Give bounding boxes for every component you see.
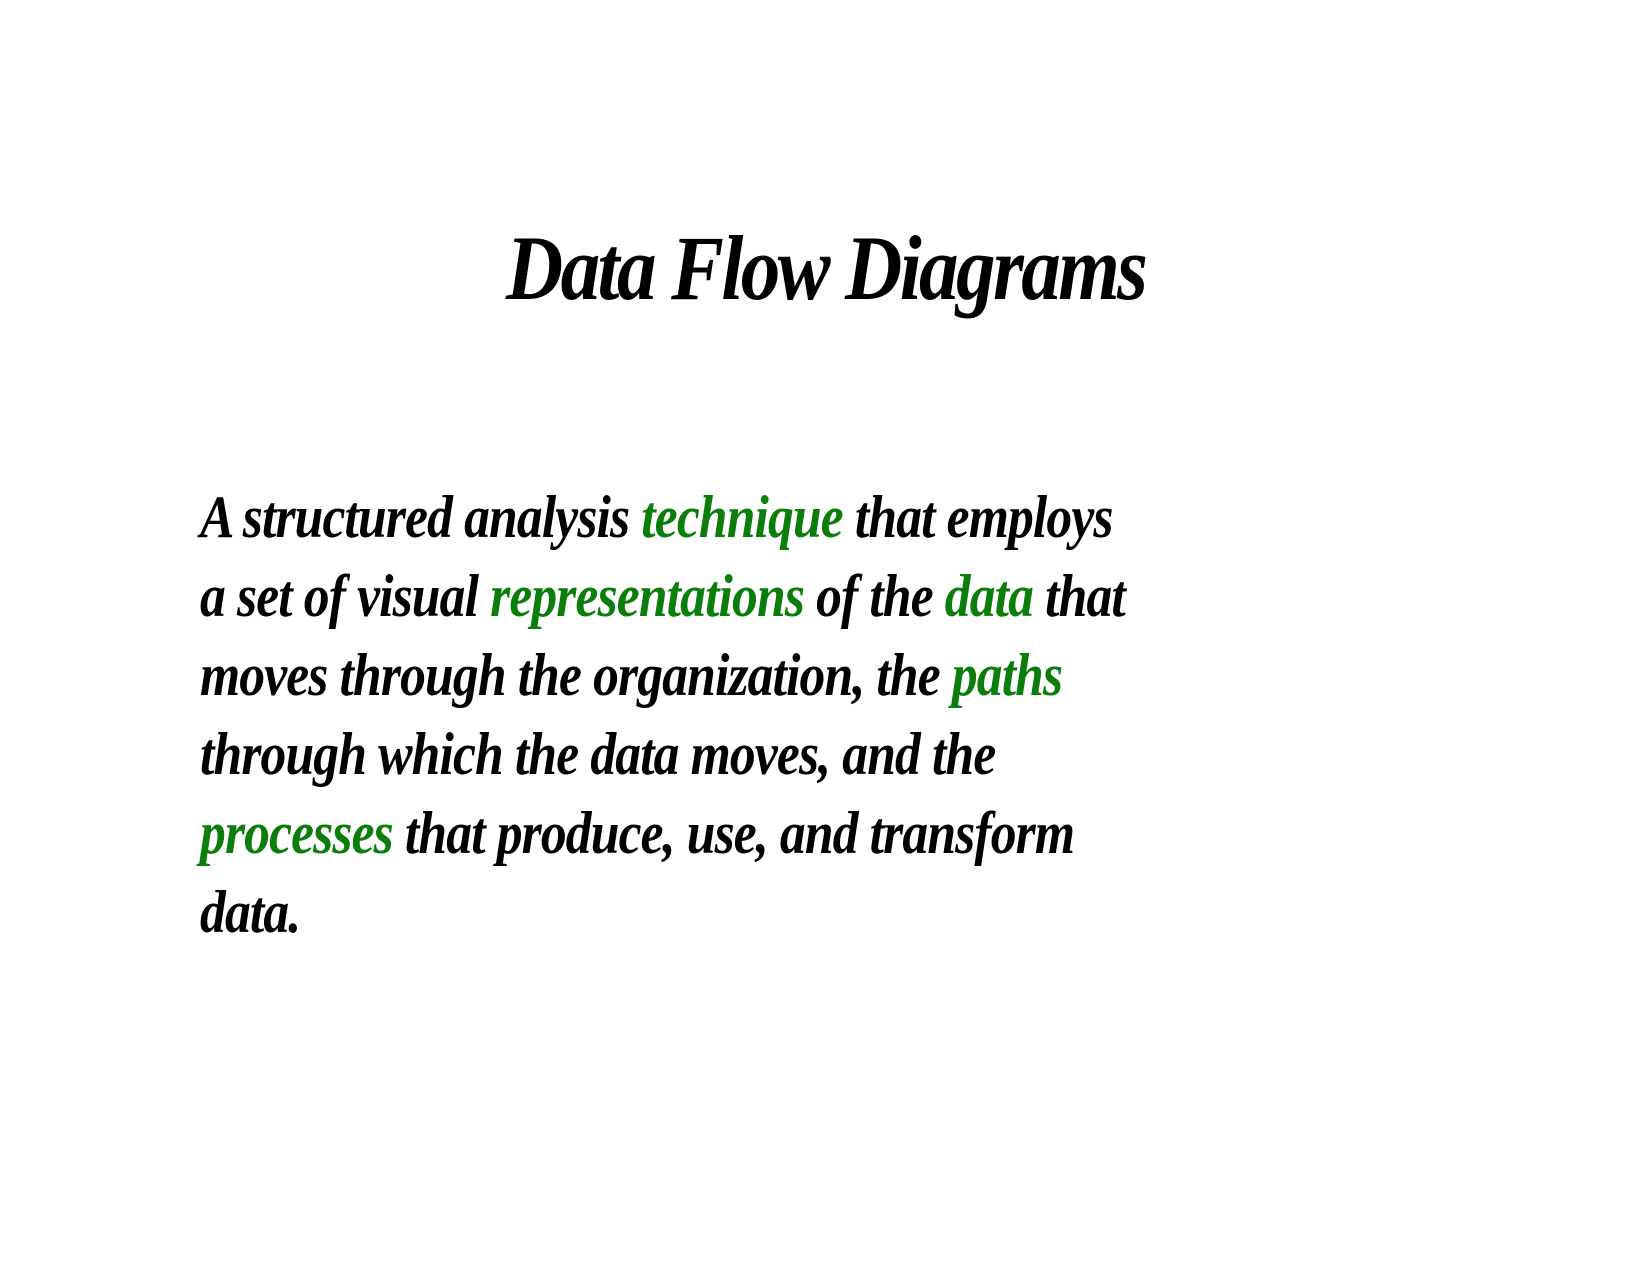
text-run: of the [804, 563, 945, 629]
highlight-term-processes: processes [200, 800, 394, 866]
highlight-term-paths: paths [951, 642, 1063, 708]
text-run: that [1033, 563, 1126, 629]
definition-line-5: processes that produce, use, and transfo… [200, 794, 1318, 873]
text-run: that employs [842, 484, 1114, 550]
text-run: data. [200, 879, 301, 945]
definition-line-1: A structured analysis technique that emp… [200, 478, 1318, 557]
slide-title: Data Flow Diagrams [506, 217, 1148, 319]
definition-paragraph: A structured analysis technique that emp… [200, 478, 1500, 952]
text-run: through which the data moves, and the [200, 721, 996, 787]
text-run: moves through the organization, the [200, 642, 952, 708]
definition-line-6: data. [200, 873, 1318, 952]
definition-line-2: a set of visual representations of the d… [200, 557, 1318, 636]
definition-line-4: through which the data moves, and the [200, 715, 1318, 794]
highlight-term-technique: technique [641, 484, 843, 550]
text-run: that produce, use, and transform [392, 800, 1075, 866]
text-run: A structured analysis [200, 484, 642, 550]
definition-line-3: moves through the organization, the path… [200, 636, 1318, 715]
text-run: a set of visual [200, 563, 491, 629]
highlight-term-data: data [944, 563, 1034, 629]
highlight-term-representations: representations [490, 563, 805, 629]
